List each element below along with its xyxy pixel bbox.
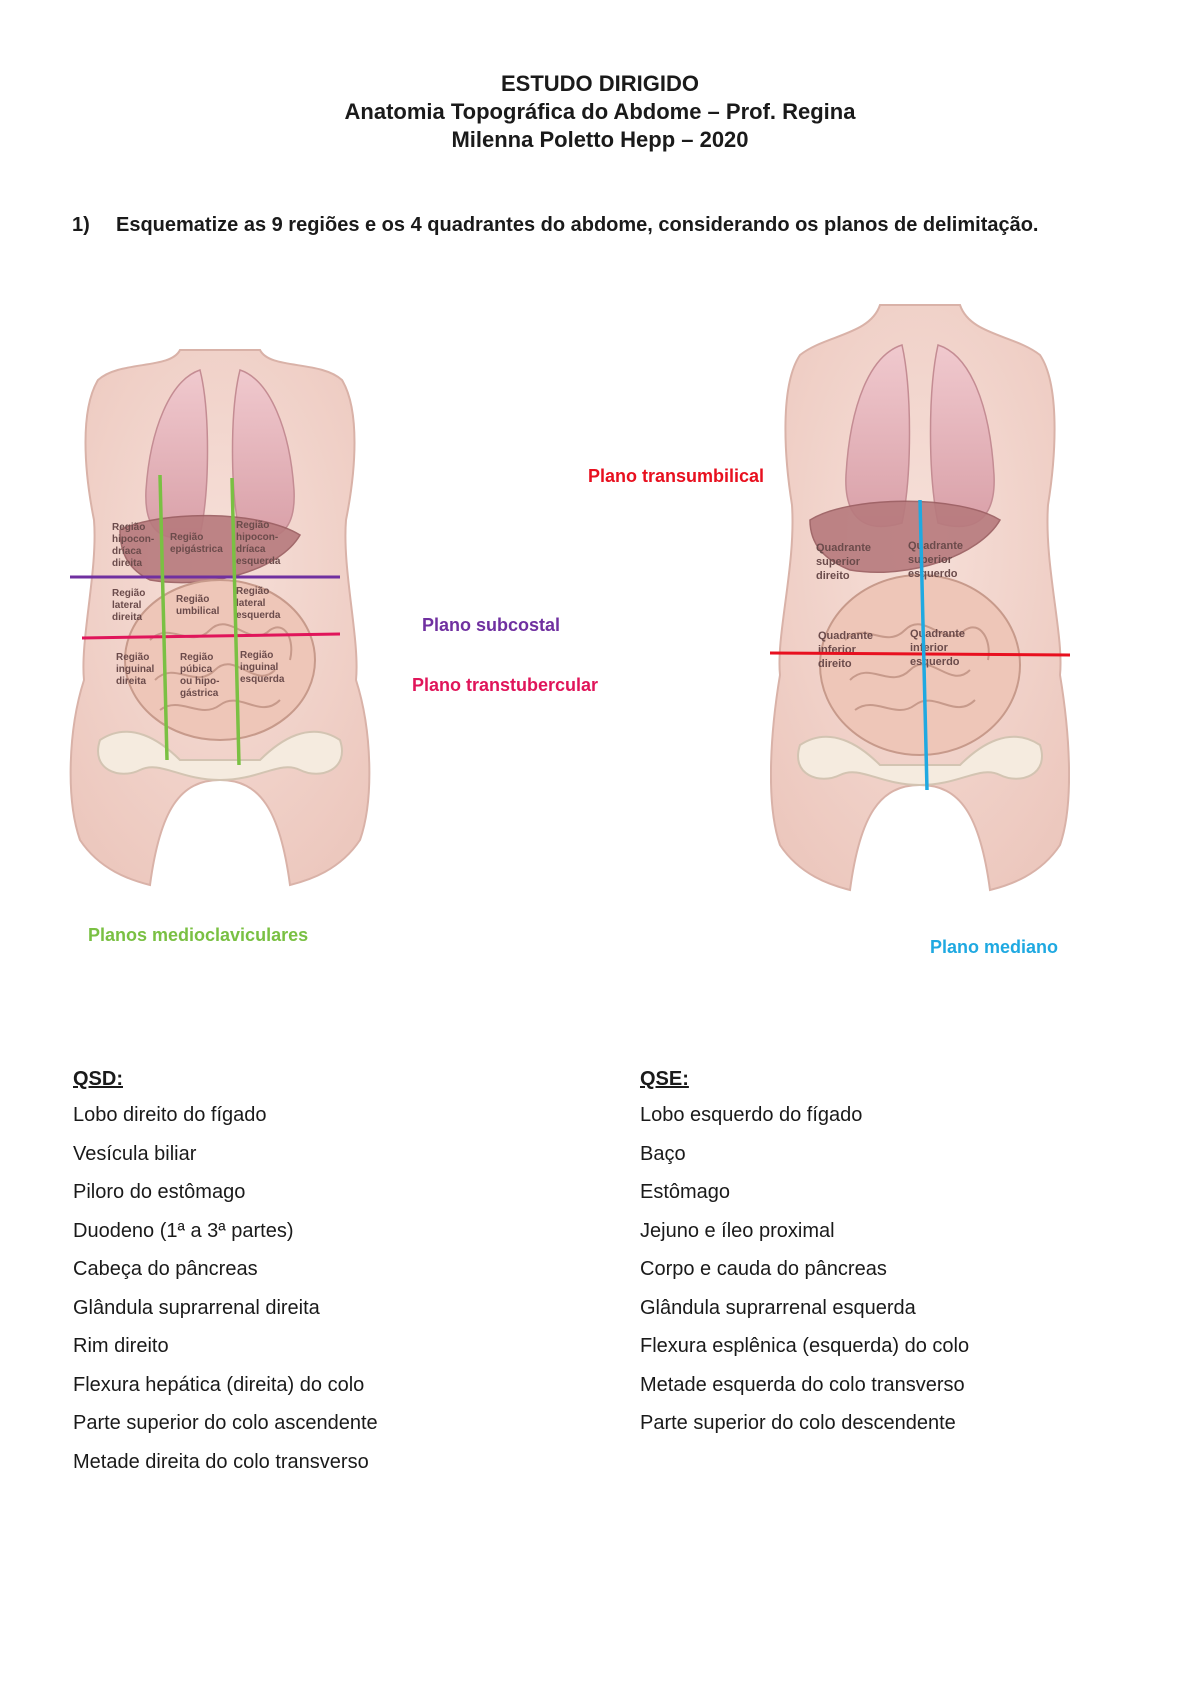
list-item: Flexura esplênica (esquerda) do colo [640, 1335, 970, 1357]
header-subtitle: Anatomia Topográfica do Abdome – Prof. R… [344, 99, 856, 124]
label-subcostal: Plano subcostal [422, 615, 561, 635]
list-item: Metade direita do colo transverso [73, 1450, 369, 1473]
liver [809, 500, 1002, 573]
list-item: Cabeça do pâncreas [73, 1258, 258, 1280]
list-item: Lobo direito do fígado [73, 1104, 267, 1126]
label-transtubercular: Plano transtubercular [412, 675, 599, 695]
list-item: Baço [640, 1142, 686, 1165]
question-text: Esquematize as 9 regiões e os 4 quadrant… [116, 214, 1039, 236]
header-author: Milenna Poletto Hepp – 2020 [451, 127, 749, 152]
question-number: 1) [72, 214, 90, 236]
list-item: Corpo e cauda do pâncreas [640, 1258, 887, 1280]
list-item: Flexura hepática (direita) do colo [73, 1373, 365, 1396]
list-item: Jejuno e íleo proximal [640, 1219, 835, 1242]
pelvis [797, 735, 1043, 787]
label-mediano: Plano mediano [930, 937, 1059, 957]
label-medioclaviculares: Planos medioclaviculares [88, 925, 309, 945]
list-item: Metade esquerda do colo transverso [640, 1373, 965, 1396]
list-item: Estômago [640, 1181, 731, 1203]
transtubercular-plane-line [81, 632, 341, 640]
list-item: Parte superior do colo descendente [640, 1412, 956, 1434]
list-item: Piloro do estômago [73, 1181, 246, 1203]
document-header: ESTUDO DIRIGIDO Anatomia Topográfica do … [0, 70, 1200, 154]
liver [119, 514, 302, 584]
pelvis [97, 730, 343, 782]
list-item: Rim direito [73, 1335, 169, 1357]
list-item: Parte superior do colo ascendente [73, 1412, 378, 1434]
qsd-heading: QSD: [73, 1068, 123, 1090]
list-item: Glândula suprarrenal direita [73, 1296, 320, 1319]
qsd-column: QSD: Lobo direito do fígado Vesícula bil… [73, 1066, 593, 1487]
qse-list: Lobo esquerdo do fígado Baço Estômago Je… [640, 1102, 1160, 1436]
list-item: Glândula suprarrenal esquerda [640, 1296, 916, 1319]
qsd-list: Lobo direito do fígado Vesícula biliar P… [73, 1102, 593, 1475]
qse-heading: QSE: [640, 1068, 689, 1090]
medioclavicular-right-line [158, 474, 169, 761]
intestines [124, 579, 316, 741]
list-item: Lobo esquerdo do fígado [640, 1104, 863, 1126]
list-item: Vesícula biliar [73, 1142, 197, 1165]
question-1: 1) Esquematize as 9 regiões e os 4 quadra… [72, 212, 1152, 238]
medioclavicular-left-line [230, 477, 241, 766]
transumbilical-plane-line [770, 651, 1070, 657]
median-plane-line [918, 499, 929, 791]
qse-column: QSE: Lobo esquerdo do fígado Baço Estôma… [640, 1066, 1160, 1449]
list-item: Duodeno (1ª a 3ª partes) [73, 1219, 294, 1242]
header-title: ESTUDO DIRIGIDO [500, 71, 699, 96]
label-transumbilical: Plano transumbilical [588, 466, 765, 486]
